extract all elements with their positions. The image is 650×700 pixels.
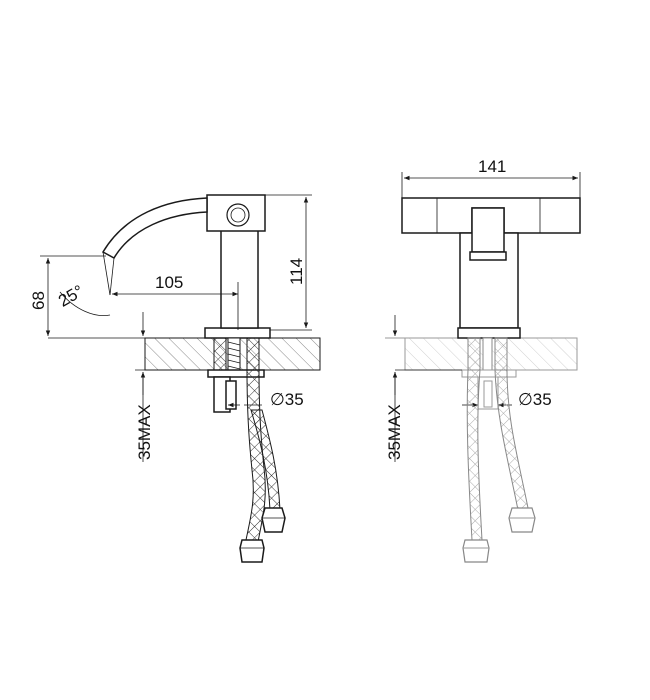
front-fitting-right bbox=[508, 507, 536, 533]
handle-knob-icon bbox=[226, 203, 250, 227]
front-dim-dia35-label: ∅35 bbox=[518, 390, 552, 409]
front-base-plate bbox=[457, 327, 521, 339]
side-head bbox=[206, 194, 266, 232]
dim-114-label: 114 bbox=[287, 258, 306, 285]
front-view: 141 35MAX ∅35 bbox=[385, 157, 581, 563]
dim-68-label: 68 bbox=[29, 291, 48, 310]
front-fitting-left bbox=[462, 539, 490, 563]
side-body bbox=[220, 229, 259, 329]
front-dim-35max-label: 35MAX bbox=[385, 404, 404, 460]
side-washer bbox=[207, 369, 265, 378]
side-view: 25° 105 68 114 35MAX ∅35 bbox=[29, 194, 321, 563]
dim-35max-label: 35MAX bbox=[135, 404, 154, 460]
side-fitting-right bbox=[261, 507, 286, 533]
side-base-plate bbox=[204, 327, 271, 339]
dim-141-label: 141 bbox=[478, 157, 506, 176]
dim-105-label: 105 bbox=[155, 273, 183, 292]
dim-angle-label: 25° bbox=[55, 281, 87, 310]
side-spout bbox=[101, 197, 208, 260]
dim-dia35-label: ∅35 bbox=[270, 390, 304, 409]
side-fitting-left bbox=[239, 539, 265, 563]
front-hose-left bbox=[466, 369, 483, 541]
